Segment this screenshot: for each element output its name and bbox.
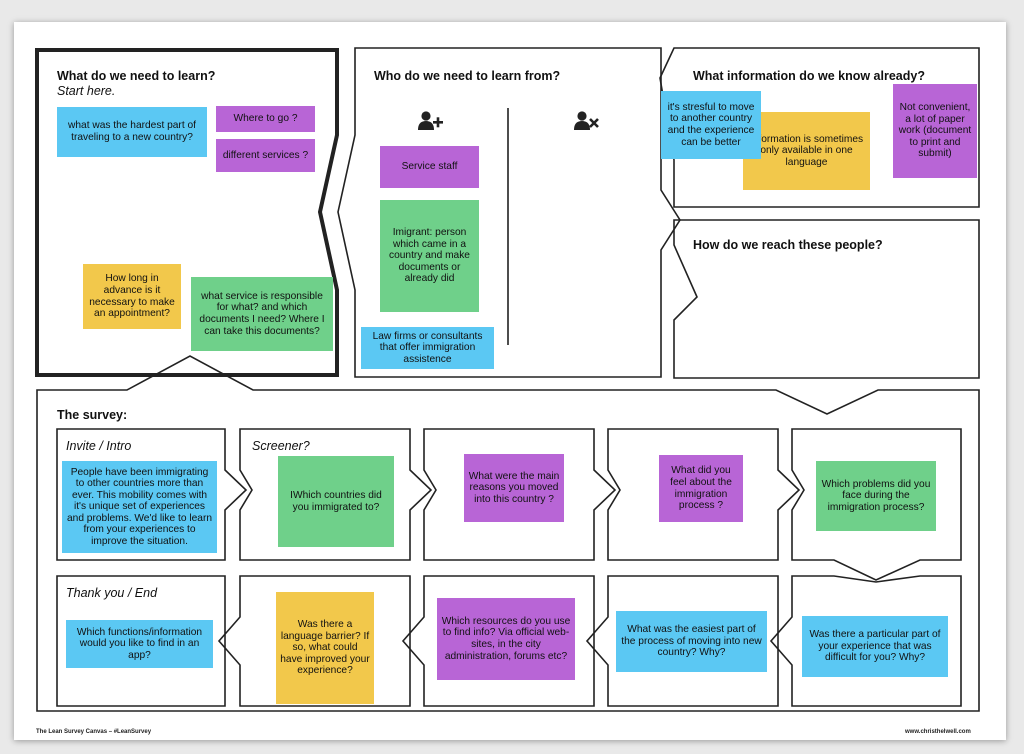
survey-title: The survey: xyxy=(57,408,128,422)
thanks-label: Thank you / End xyxy=(66,586,158,600)
who-title: Who do we need to learn from? xyxy=(374,69,561,83)
add-person-icon xyxy=(418,111,443,130)
remove-person-icon xyxy=(574,111,599,130)
sticky-note: Information is sometimes only available … xyxy=(743,112,870,190)
sticky-note: Which functions/information would you li… xyxy=(66,620,213,668)
learn-title: What do we need to learn? xyxy=(57,69,216,83)
survey-cell xyxy=(607,428,801,561)
sticky-note: Which problems did you face during the i… xyxy=(816,461,936,531)
sticky-note: Imigrant: person which came in a country… xyxy=(380,200,479,312)
sticky-note: Service staff xyxy=(380,146,479,188)
survey-cell xyxy=(791,428,962,581)
survey-cell xyxy=(401,575,595,707)
screener-label: Screener? xyxy=(252,439,310,453)
known-frame xyxy=(659,47,980,208)
sticky-note: Was there a language barrier? If so, wha… xyxy=(276,592,374,704)
survey-cell xyxy=(423,428,617,561)
sticky-note: IWhich countries did you immigrated to? xyxy=(278,456,394,547)
reach-title: How do we reach these people? xyxy=(693,238,883,252)
survey-cell xyxy=(217,575,411,707)
survey-cell xyxy=(239,428,433,561)
sticky-note: Not convenient, a lot of paper work (doc… xyxy=(893,84,977,178)
sticky-note: Law firms or consultants that offer immi… xyxy=(361,327,494,369)
reach-frame xyxy=(673,219,980,379)
survey-cell xyxy=(56,575,226,707)
sticky-note: How long in advance is it necessary to m… xyxy=(83,264,181,329)
sticky-note: Was there a particular part of your expe… xyxy=(802,616,948,677)
survey-cell xyxy=(769,575,962,707)
sticky-note: what was the hardest part of traveling t… xyxy=(57,107,207,157)
footer-right: www.christhelwell.com xyxy=(905,729,971,735)
sticky-note: What did you feel about the immigration … xyxy=(659,455,743,522)
survey-cell xyxy=(585,575,779,707)
survey-frame xyxy=(36,355,980,712)
sticky-note: Where to go ? xyxy=(216,106,315,132)
survey-cell xyxy=(56,428,248,561)
learn-subtitle: Start here. xyxy=(57,84,116,98)
footer-left: The Lean Survey Canvas – #LeanSurvey xyxy=(36,729,152,735)
sticky-note: What were the main reasons you moved int… xyxy=(464,454,564,522)
sticky-note: Which resources do you use to find info?… xyxy=(437,598,575,680)
invite-label: Invite / Intro xyxy=(66,439,132,453)
known-title: What information do we know already? xyxy=(693,69,925,83)
sticky-note: it's stresful to move to another country… xyxy=(661,91,761,159)
learn-frame xyxy=(35,48,339,377)
sticky-note: People have been immigrating to other co… xyxy=(62,461,217,553)
sticky-note: different services ? xyxy=(216,139,315,172)
sticky-note: What was the easiest part of the process… xyxy=(616,611,767,672)
sticky-note: what service is responsible for what? an… xyxy=(191,277,333,351)
